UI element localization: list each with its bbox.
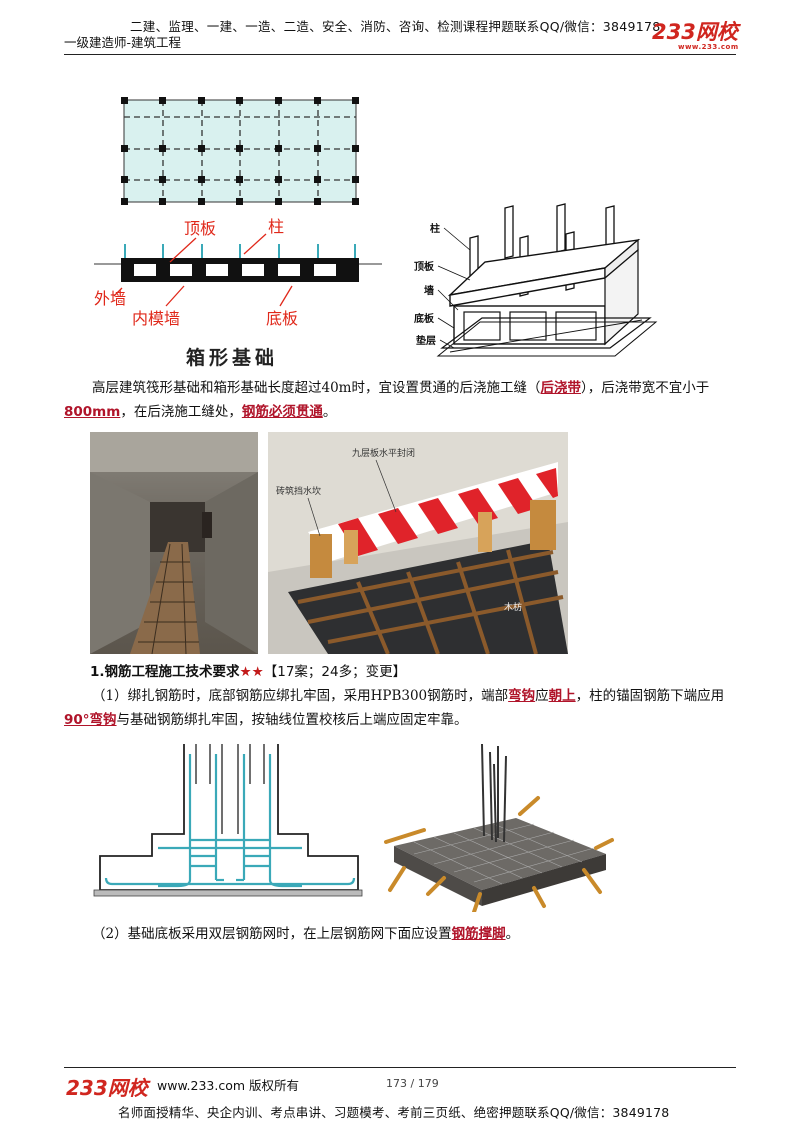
label-column: 柱: [268, 217, 284, 236]
highlight-90-hook: 90°弯钩: [64, 712, 117, 728]
page-number: 173 / 179: [386, 1077, 439, 1090]
iso-label-cushion: 垫层: [416, 334, 436, 347]
highlight-upward: 朝上: [548, 688, 576, 704]
rebar-binding-paragraph: （1）绑扎钢筋时，底部钢筋应绑扎牢固，采用HPB300钢筋时，端部弯钩应朝上，柱…: [64, 688, 725, 728]
label-top-slab: 顶板: [184, 219, 216, 238]
render-label-right: 木枋: [504, 601, 522, 613]
post-pour-strip-paragraph: 高层建筑筏形基础和箱形基础长度超过40m时，宜设置贯通的后浇施工缝（后浇带），后…: [64, 380, 710, 420]
post-pour-strip-site-photo: [90, 432, 258, 654]
box-foundation-plan-diagram: 顶板 柱 外墙 内模墙 底板 箱形基础: [94, 97, 382, 369]
importance-stars: ★★: [239, 664, 264, 680]
iso-label-top-slab: 顶板: [414, 260, 435, 273]
highlight-800mm: 800mm: [64, 404, 121, 420]
footer-divider: [64, 1067, 736, 1068]
column-anchorage-rebar-diagram: [93, 744, 363, 897]
render-label-left: 砖筑挡水坎: [276, 485, 321, 497]
iso-label-bottom-slab: 底板: [414, 312, 435, 325]
label-outer-wall: 外墙: [94, 289, 126, 308]
iso-label-column: 柱: [430, 222, 440, 235]
figure1-caption: 箱形基础: [186, 346, 278, 369]
label-bottom-slab: 底板: [266, 309, 298, 328]
section-tag: 【17案；24多；变更】: [263, 664, 407, 680]
footer-site: www.233.com 版权所有: [157, 1078, 299, 1093]
post-pour-strip-protection-render: 九层板水平封闭 砖筑挡水坎 木枋: [268, 432, 568, 654]
highlight-rebar-support: 钢筋撑脚: [451, 926, 506, 942]
header-divider: [64, 54, 736, 55]
highlight-hook: 弯钩: [508, 688, 536, 704]
footer-line2: 名师面授精华、央企内训、考点串讲、习题模考、考前三页纸、绝密押题联系QQ/微信：…: [118, 1105, 670, 1120]
box-foundation-isometric-diagram: 柱 顶板 墙 底板 垫层: [414, 203, 658, 357]
header-line2: 一级建造师-建筑工程: [64, 35, 182, 50]
section-heading: 1.钢筋工程施工技术要求★★【17案；24多；变更】: [90, 660, 406, 684]
footer-logo: 233网校: [66, 1076, 148, 1100]
label-inner-wall: 内模墙: [132, 309, 180, 328]
double-mesh-paragraph: （2）基础底板采用双层钢筋网时，在上层钢筋网下面应设置钢筋撑脚。: [92, 926, 520, 942]
highlight-rebar-continuous: 钢筋必须贯通: [241, 404, 323, 420]
iso-label-wall: 墙: [424, 284, 434, 297]
section-title: 1.钢筋工程施工技术要求: [90, 664, 240, 680]
render-label-top: 九层板水平封闭: [352, 447, 415, 459]
foundation-rebar-mesh-render: [384, 744, 614, 912]
highlight-post-pour-strip: 后浇带: [540, 380, 581, 396]
header-logo-sub: www.233.com: [678, 43, 739, 51]
header-line1: 二建、监理、一建、一造、二造、安全、消防、咨询、检测课程押题联系QQ/微信：38…: [130, 19, 661, 34]
